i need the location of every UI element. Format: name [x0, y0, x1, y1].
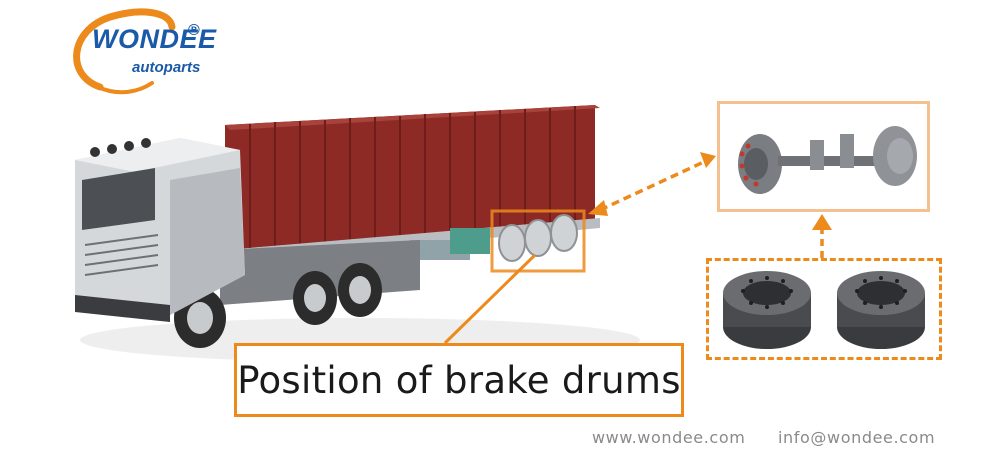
- caption-text: Position of brake drums: [237, 358, 681, 402]
- brake-drum-panel: [706, 258, 942, 360]
- brake-drum-icon: [723, 271, 925, 349]
- axle-panel: [717, 101, 930, 212]
- website-text: www.wondee.com: [592, 428, 746, 447]
- logo-brand-text: WONDEE: [92, 24, 217, 54]
- email-text: info@wondee.com: [778, 428, 936, 447]
- logo-registered-mark: ®: [188, 22, 200, 39]
- logo-sub-text: autoparts: [132, 59, 201, 76]
- caption-box: Position of brake drums: [234, 343, 684, 417]
- axle-illustration: [738, 126, 917, 194]
- truck-illustration: [75, 105, 640, 362]
- logo-swoosh-icon: [73, 8, 176, 95]
